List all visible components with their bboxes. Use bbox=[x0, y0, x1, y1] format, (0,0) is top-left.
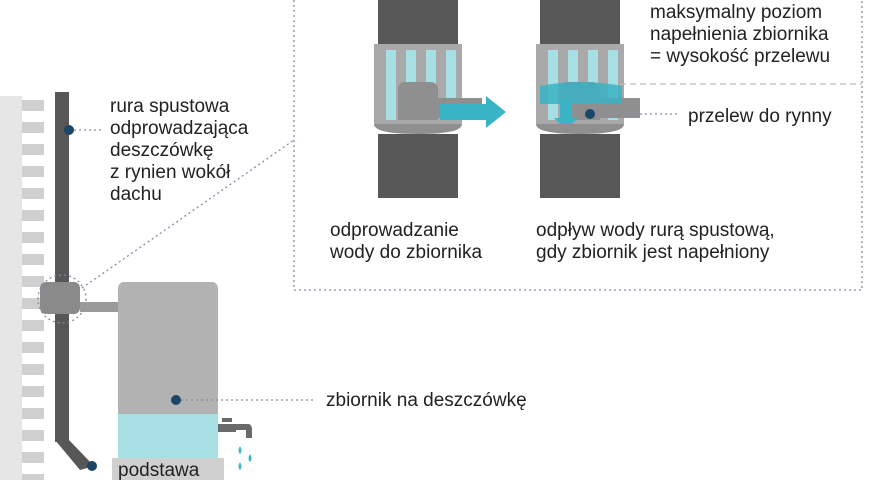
label-downpipe: rura spustowa odprowadzająca deszczówkę … bbox=[110, 96, 249, 205]
water-drop-icon bbox=[238, 446, 252, 470]
downpipe bbox=[40, 92, 118, 470]
label-base: podstawa bbox=[118, 460, 200, 481]
marker-base bbox=[87, 461, 97, 471]
label-tank: zbiornik na deszczówkę bbox=[326, 390, 527, 411]
zoom-connector-line bbox=[81, 139, 295, 289]
detail-frame bbox=[293, 0, 863, 291]
label-max-level: maksymalny poziom napełnienia zbiornika … bbox=[650, 2, 831, 67]
rainwater-tank bbox=[112, 282, 224, 480]
label-outflow-full: odpływ wody rurą spustową, gdy zbiornik … bbox=[536, 220, 775, 263]
diverter-highlight-circle bbox=[37, 274, 87, 324]
diverter-detail-diverting bbox=[374, 0, 506, 198]
label-overflow: przelew do rynny bbox=[688, 106, 832, 127]
marker-downpipe bbox=[64, 125, 74, 135]
marker-tank bbox=[171, 395, 181, 405]
label-diverting: odprowadzanie wody do zbiornika bbox=[330, 220, 483, 263]
marker-overflow bbox=[585, 109, 595, 119]
brick-wall bbox=[0, 96, 44, 480]
diverter-detail-full bbox=[536, 0, 640, 198]
faucet-icon bbox=[218, 418, 252, 438]
